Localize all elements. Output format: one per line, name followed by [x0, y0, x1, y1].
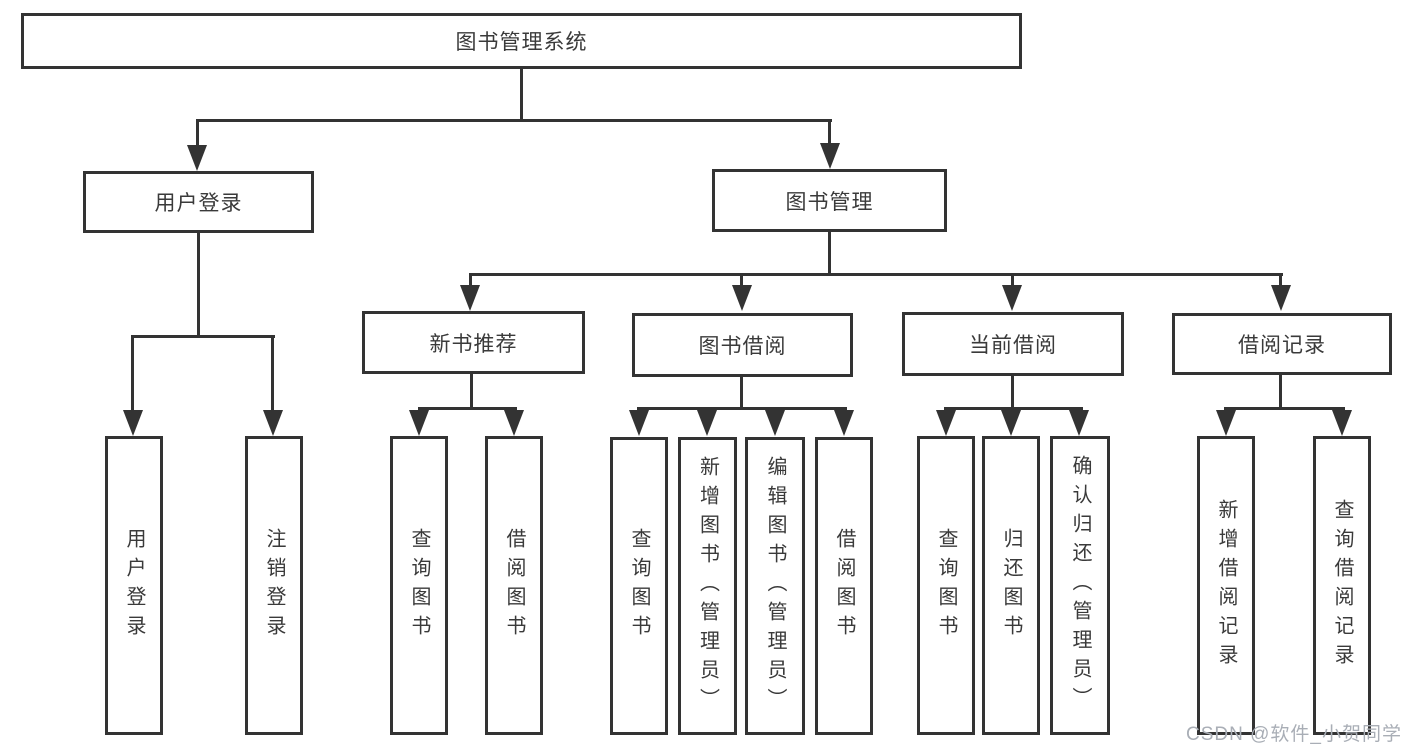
arrowhead-user-login-group [187, 145, 207, 171]
node-records-add-record: 新增借阅记录 [1197, 436, 1255, 735]
node-user-login-group-label: 用户登录 [154, 192, 243, 215]
arrowhead-borrowing-query [629, 410, 649, 436]
connector-recommend-stem [470, 374, 473, 407]
arrowhead-recommend-borrow [504, 410, 524, 436]
node-current-return-books: 归还图书 [982, 436, 1040, 735]
arrowhead-user-login [123, 410, 143, 436]
connector-records-stem [1279, 375, 1282, 407]
node-logout-label: 注销登录 [263, 527, 285, 644]
node-recommend-query-books-label: 查询图书 [408, 527, 430, 644]
node-borrowing-query-books: 查询图书 [610, 437, 668, 735]
node-records-query-record-label: 查询借阅记录 [1331, 498, 1353, 673]
node-user-login-group: 用户登录 [83, 171, 314, 233]
arrowhead-borrowing-borrow [834, 410, 854, 436]
node-borrowing-borrow-books: 借阅图书 [815, 437, 873, 735]
connector-login-stem [197, 233, 200, 335]
connector-book-mgmt-branch [469, 273, 1283, 276]
node-borrowing-edit-books: 编辑图书（管理员） [745, 437, 805, 735]
connector-login-branch [131, 335, 275, 338]
node-recommend-borrow-books: 借阅图书 [485, 436, 543, 735]
connector-drop-user-login [131, 338, 134, 410]
node-current-confirm-return: 确认归还（管理员） [1050, 436, 1110, 735]
node-recommend-borrow-books-label: 借阅图书 [503, 527, 525, 644]
arrowhead-records-query [1332, 410, 1352, 436]
node-borrowing-query-books-label: 查询图书 [628, 528, 650, 644]
node-current-borrowing-label: 当前借阅 [969, 334, 1057, 357]
node-current-query-books-label: 查询图书 [935, 527, 957, 644]
node-root: 图书管理系统 [21, 13, 1022, 69]
connector-root-branch [196, 119, 832, 122]
node-current-query-books: 查询图书 [917, 436, 975, 735]
arrowhead-borrowing-edit [765, 410, 785, 436]
arrowhead-new-book-recommend [460, 285, 480, 311]
connector-current-branch [944, 407, 1083, 410]
arrowhead-borrowing-records [1271, 285, 1291, 311]
node-borrowing-add-books: 新增图书（管理员） [678, 437, 737, 735]
arrowhead-current-confirm [1069, 410, 1089, 436]
node-borrowing-edit-books-label: 编辑图书（管理员） [764, 455, 786, 717]
connector-borrowing-stem [740, 377, 743, 407]
node-user-login-label: 用户登录 [123, 527, 145, 644]
connector-drop-user-login-group [196, 122, 199, 145]
arrowhead-borrowing-add [697, 410, 717, 436]
node-book-management-label: 图书管理 [785, 190, 874, 214]
node-book-borrowing-label: 图书借阅 [698, 335, 787, 358]
connector-book-mgmt-stem [828, 232, 831, 273]
connector-drop-current-borrowing [1011, 276, 1014, 285]
connector-drop-book-management [828, 122, 831, 143]
node-new-book-recommend: 新书推荐 [362, 311, 585, 374]
node-book-borrowing: 图书借阅 [632, 313, 853, 377]
node-user-login: 用户登录 [105, 436, 163, 735]
node-records-query-record: 查询借阅记录 [1313, 436, 1371, 735]
node-borrowing-add-books-label: 新增图书（管理员） [696, 455, 719, 717]
connector-borrowing-branch [637, 407, 847, 410]
arrowhead-book-management [820, 143, 840, 169]
arrowhead-current-query [936, 410, 956, 436]
csdn-watermark: CSDN @软件_小贺同学 [1186, 724, 1402, 745]
arrowhead-book-borrowing [732, 285, 752, 311]
arrowhead-current-return [1001, 410, 1021, 436]
node-current-confirm-return-label: 确认归还（管理员） [1069, 455, 1091, 716]
node-current-borrowing: 当前借阅 [902, 312, 1124, 376]
arrowhead-records-add [1216, 410, 1236, 436]
connector-drop-logout [271, 338, 274, 410]
node-records-add-record-label: 新增借阅记录 [1215, 498, 1237, 673]
node-recommend-query-books: 查询图书 [390, 436, 448, 735]
node-new-book-recommend-label: 新书推荐 [429, 332, 518, 356]
connector-records-branch [1224, 407, 1345, 410]
connector-drop-borrowing-records [1279, 276, 1282, 285]
node-current-return-books-label: 归还图书 [1000, 527, 1022, 644]
node-borrowing-records: 借阅记录 [1172, 313, 1392, 375]
node-book-management: 图书管理 [712, 169, 947, 232]
node-root-label: 图书管理系统 [455, 31, 588, 54]
connector-current-stem [1011, 376, 1014, 407]
connector-root-stem [520, 69, 523, 119]
connector-drop-new-book-recommend [469, 276, 472, 285]
arrowhead-logout [263, 410, 283, 436]
node-borrowing-borrow-books-label: 借阅图书 [833, 528, 855, 644]
connector-recommend-branch [418, 407, 517, 410]
arrowhead-recommend-query [409, 410, 429, 436]
connector-drop-book-borrowing [740, 276, 743, 285]
node-logout: 注销登录 [245, 436, 303, 735]
arrowhead-current-borrowing [1002, 285, 1022, 311]
node-borrowing-records-label: 借阅记录 [1238, 334, 1326, 357]
